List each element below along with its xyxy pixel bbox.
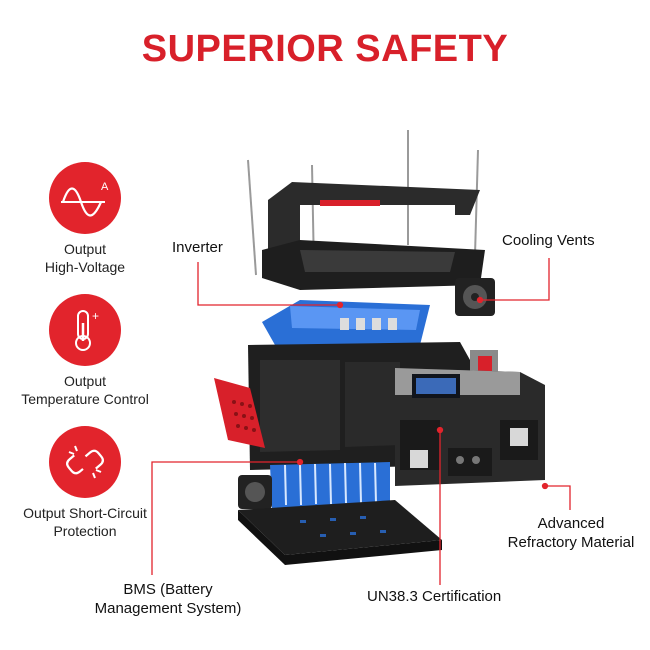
callout-line: Advanced bbox=[537, 515, 605, 532]
callout-bms: BMS (Battery Management System) bbox=[84, 580, 252, 618]
feature-label-line2: High-Voltage bbox=[44, 259, 126, 275]
callout-line: BMS (Battery bbox=[123, 581, 213, 598]
feature-high-voltage: A Output High-Voltage bbox=[0, 162, 170, 276]
callout-cooling-vents: Cooling Vents bbox=[502, 232, 595, 249]
page-title: SUPERIOR SAFETY bbox=[141, 28, 509, 70]
feature-temperature-control: + Output Temperature Control bbox=[0, 294, 170, 408]
ac-outlet bbox=[510, 428, 528, 446]
feature-label-line2: Protection bbox=[53, 523, 117, 539]
feature-label-line2: Temperature Control bbox=[21, 391, 149, 407]
feature-label-line1: Output Short-Circuit bbox=[23, 505, 147, 521]
callout-line: Refractory Material bbox=[507, 534, 635, 551]
feature-short-circuit: Output Short-Circuit Protection bbox=[0, 426, 170, 540]
base-tray bbox=[238, 500, 442, 565]
broken-link-icon bbox=[49, 426, 121, 498]
callout-un38-certification: UN38.3 Certification bbox=[367, 588, 502, 605]
amp-symbol: A bbox=[101, 181, 109, 193]
feature-label-line1: Output bbox=[63, 241, 107, 257]
battery-cells bbox=[270, 462, 390, 508]
thermometer-icon: + bbox=[49, 294, 121, 366]
feature-label-line1: Output bbox=[63, 373, 107, 389]
inverter-board bbox=[262, 300, 430, 345]
cooling-fan-left bbox=[238, 475, 272, 509]
red-side-panel bbox=[214, 378, 265, 448]
cooling-fan-right bbox=[455, 278, 495, 316]
ac-outlet bbox=[410, 450, 428, 468]
front-control-panel bbox=[395, 368, 545, 486]
callout-line: Management System) bbox=[94, 600, 242, 617]
callout-inverter: Inverter bbox=[172, 239, 223, 256]
plus-symbol: + bbox=[92, 309, 99, 323]
sine-wave-icon: A bbox=[49, 162, 121, 234]
callout-leader-lines bbox=[151, 258, 571, 585]
top-handle-cover bbox=[262, 182, 485, 290]
callout-advanced-refractory: Advanced Refractory Material bbox=[502, 514, 640, 552]
